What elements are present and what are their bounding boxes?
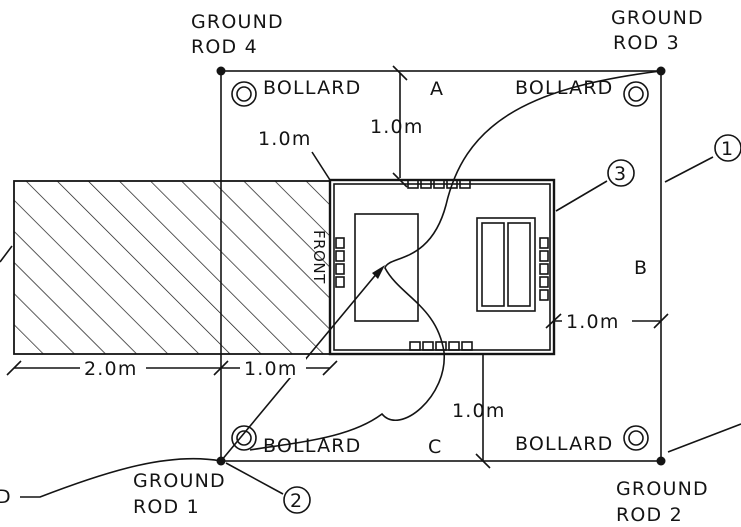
callout-3-leader xyxy=(555,180,608,212)
side-a-label: A xyxy=(430,78,444,100)
callout-3-number: 3 xyxy=(614,163,627,185)
side-b-label: B xyxy=(634,257,648,279)
conductor-rod3-loop xyxy=(249,70,662,451)
ground-rod-4-label-2: ROD 4 xyxy=(191,36,258,58)
ground-rod-4-dot xyxy=(216,66,226,76)
ground-rod-4-label-1: GROUND xyxy=(191,11,284,33)
dim-top-label: 1.0m xyxy=(370,116,424,138)
callout-2-leader xyxy=(225,462,284,495)
dim-hatch-tick-mid xyxy=(213,360,229,376)
dim-left-label: 1.0m xyxy=(244,358,298,380)
ventilation-slots-bottom xyxy=(409,341,473,351)
rod2-side-leader xyxy=(667,423,741,453)
callout-1-circle xyxy=(714,134,741,162)
dim-topleft-leader xyxy=(311,151,331,181)
bollard-bottom-right-label: BOLLARD xyxy=(515,433,614,455)
dim-hatch-tick-right xyxy=(322,360,338,376)
partial-left-label: D xyxy=(0,486,12,508)
dim-right-label: 1.0m xyxy=(566,311,620,333)
hatched-pad xyxy=(13,180,331,355)
ground-rod-3-label-1: GROUND xyxy=(611,7,704,29)
ground-rod-3-label-2: ROD 3 xyxy=(613,32,680,54)
ventilation-slots-left xyxy=(335,237,345,288)
callout-3-circle xyxy=(607,159,635,187)
dim-top-tick-lower xyxy=(392,172,408,188)
ground-rod-1-label-2: ROD 1 xyxy=(133,496,200,518)
dim-topleft-label: 1.0m xyxy=(258,128,312,150)
callout-2-number: 2 xyxy=(290,490,303,512)
dim-bottom-label: 1.0m xyxy=(452,400,506,422)
bollard-top-right-icon xyxy=(623,81,649,107)
dim-hatch-tick-left xyxy=(6,360,22,376)
ground-rod-2-label-2: ROD 2 xyxy=(616,504,683,526)
side-c-label: C xyxy=(428,436,442,458)
dim-left-label-bg xyxy=(240,358,306,378)
dim-hatch-label-bg xyxy=(80,358,146,378)
dim-right-tick-right xyxy=(653,313,669,329)
callout-2-circle xyxy=(283,486,311,514)
bollard-top-right-label: BOLLARD xyxy=(515,77,614,99)
dim-hatch-width-label: 2.0m xyxy=(84,358,138,380)
bollard-top-left-icon xyxy=(231,81,257,107)
ground-grid-boundary xyxy=(220,70,662,462)
equipment-pad xyxy=(328,178,556,356)
dim-right-label-bg xyxy=(562,311,632,331)
ventilation-slots-right xyxy=(539,237,549,301)
callout-1-leader xyxy=(664,156,714,183)
bollard-bottom-right-icon xyxy=(623,425,649,451)
dim-top-tick-upper xyxy=(392,65,408,81)
ground-rod-2-dot xyxy=(656,456,666,466)
dim-bottom-tick xyxy=(475,453,491,469)
dim-right-tick-left xyxy=(545,313,562,329)
ventilation-slots-top xyxy=(407,179,471,189)
front-label: FRONT xyxy=(310,230,328,284)
bollard-bottom-left-icon xyxy=(231,425,257,451)
pad-left-pointer xyxy=(0,245,13,263)
ground-rod-2-label-1: GROUND xyxy=(616,478,709,500)
ground-rod-1-label-1: GROUND xyxy=(133,470,226,492)
bollard-bottom-left-label: BOLLARD xyxy=(263,435,362,457)
conductor-arrowhead xyxy=(372,265,385,279)
callout-1-number: 1 xyxy=(721,138,734,160)
leader-line-d xyxy=(20,457,222,498)
bollard-top-left-label: BOLLARD xyxy=(263,77,362,99)
transformer-body xyxy=(354,213,419,322)
radiator-fins xyxy=(476,217,536,312)
